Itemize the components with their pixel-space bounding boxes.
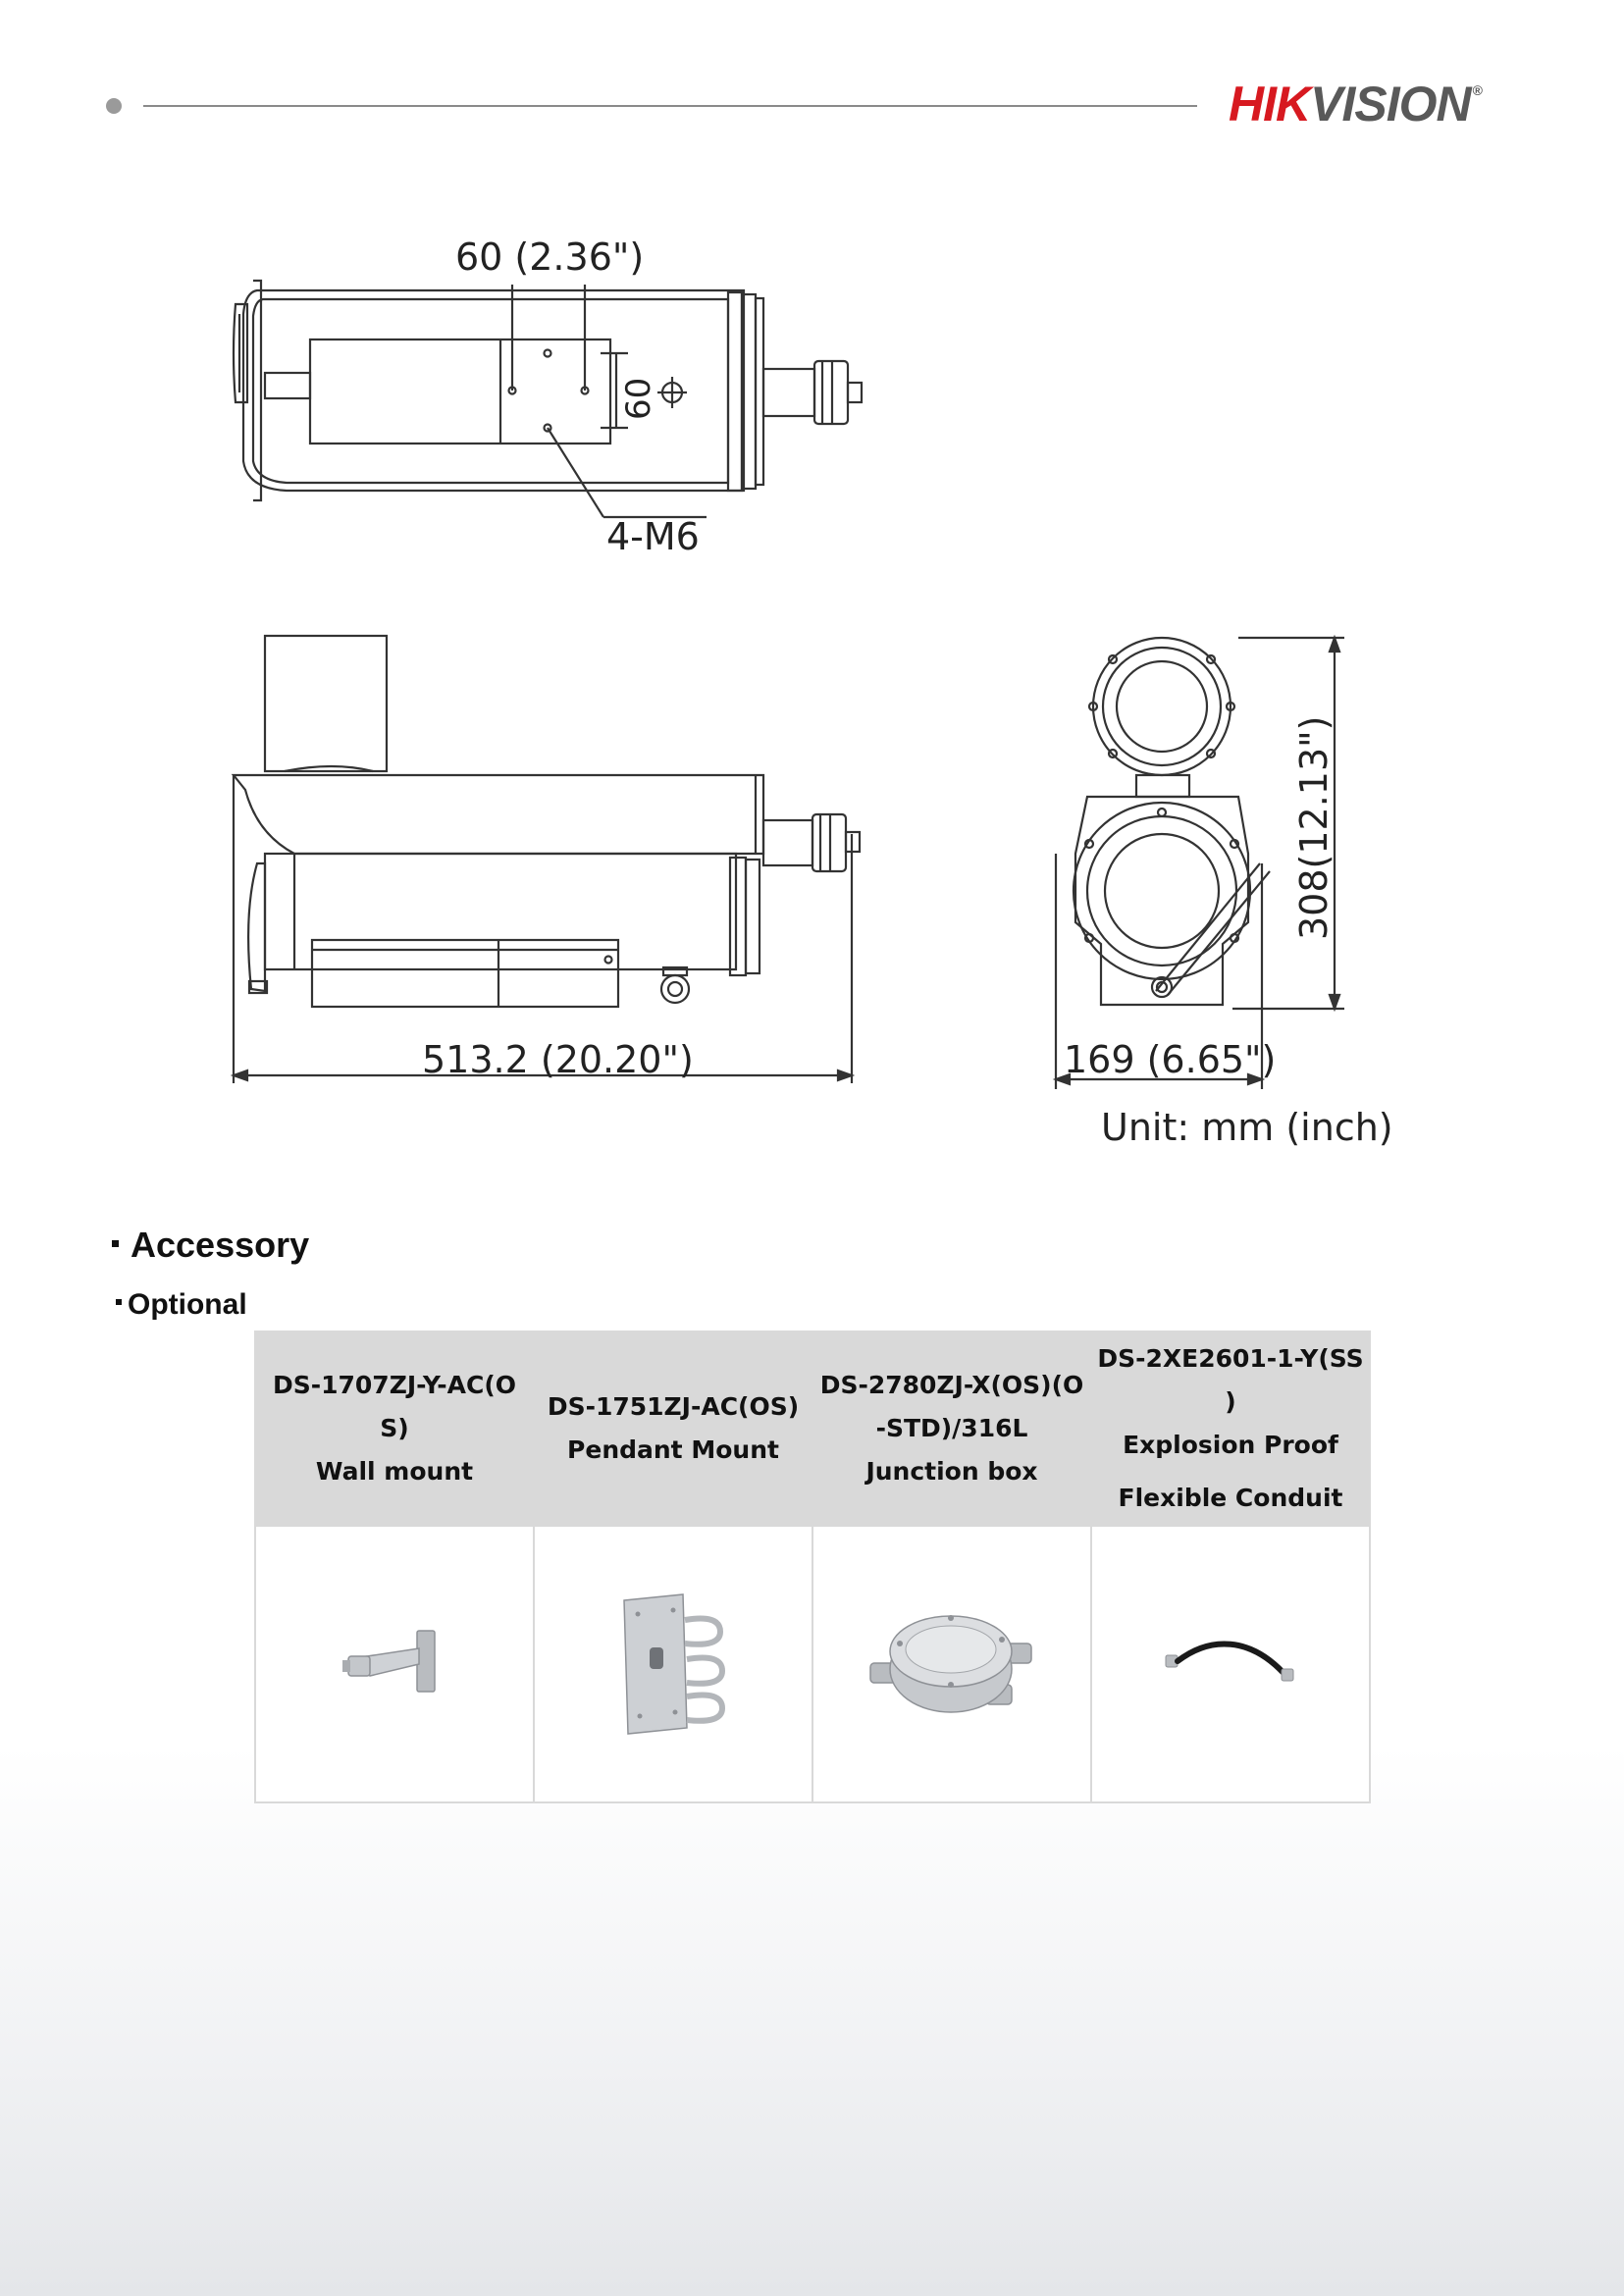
front-width-label: 169 (6.65") xyxy=(1064,1038,1276,1081)
unit-label: Unit: mm (inch) xyxy=(1101,1106,1393,1149)
accessory-table: DS-1707ZJ-Y-AC(O S) Wall mount DS-1751ZJ… xyxy=(254,1331,1371,1803)
front-height-label: 308(12.13") xyxy=(1292,716,1336,940)
brand-logo: HIKVISION® xyxy=(1229,77,1483,131)
front-view-drawing xyxy=(1052,634,1344,1089)
bullet-marker xyxy=(112,1239,119,1247)
pendant-mount-image-cell xyxy=(533,1525,813,1803)
screw-callout-label: 4-M6 xyxy=(606,515,700,558)
optional-subheading: Optional xyxy=(116,1288,247,1322)
flexible-conduit-icon xyxy=(1165,1641,1294,1682)
pendant-mount-icon xyxy=(623,1593,726,1735)
wall-mount-icon xyxy=(342,1630,436,1693)
page-background-fade xyxy=(0,1747,1624,2296)
top-width-label: 60 (2.36") xyxy=(455,235,644,279)
side-view-drawing xyxy=(230,634,862,1083)
wall-mount-image-cell xyxy=(254,1525,535,1803)
junction-box-image-cell xyxy=(812,1525,1092,1803)
accessory-cell-pendant-mount: DS-1751ZJ-AC(OS) Pendant Mount xyxy=(533,1331,813,1527)
top-view-drawing xyxy=(232,279,864,519)
header-rule xyxy=(143,105,1197,107)
dimension-drawing: 60 (2.36") 60 4-M6 xyxy=(230,235,1393,1149)
accessory-header-row: DS-1707ZJ-Y-AC(O S) Wall mount DS-1751ZJ… xyxy=(254,1331,1371,1527)
accessory-heading: Accessory xyxy=(112,1225,309,1266)
accessory-cell-wall-mount: DS-1707ZJ-Y-AC(O S) Wall mount xyxy=(254,1331,535,1527)
bullet-marker xyxy=(116,1299,122,1306)
top-height-label: 60 xyxy=(619,378,658,420)
length-dimension-label: 513.2 (20.20") xyxy=(422,1038,694,1081)
flexible-conduit-image-cell xyxy=(1090,1525,1371,1803)
junction-box-icon xyxy=(869,1615,1032,1713)
accessory-cell-flexible-conduit: DS-2XE2601-1-Y(SS ) Explosion Proof Flex… xyxy=(1090,1331,1371,1527)
accessory-image-row xyxy=(254,1525,1371,1803)
header-dot xyxy=(106,98,122,114)
accessory-cell-junction-box: DS-2780ZJ-X(OS)(O -STD)/316L Junction bo… xyxy=(812,1331,1092,1527)
